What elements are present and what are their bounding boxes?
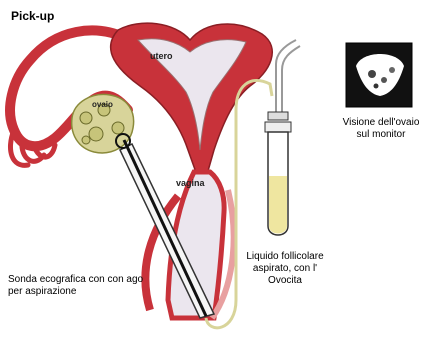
- diagram-title: Pick-up: [11, 9, 54, 23]
- vacuum-tubing: [282, 46, 300, 112]
- vagina-label: vagina: [176, 178, 205, 188]
- sonda-caption: Sonda ecografica con con ago per aspiraz…: [8, 274, 146, 298]
- test-tube-icon: [265, 112, 291, 235]
- ovaio-label: ovaio: [92, 100, 113, 109]
- monitor-caption: Visione dell'ovaio sul monitor: [336, 117, 426, 141]
- liquido-caption: Liquido follicolare aspirato, con l' Ovo…: [235, 251, 335, 287]
- ultrasound-monitor-icon: [346, 43, 412, 107]
- utero-label: utero: [150, 51, 173, 61]
